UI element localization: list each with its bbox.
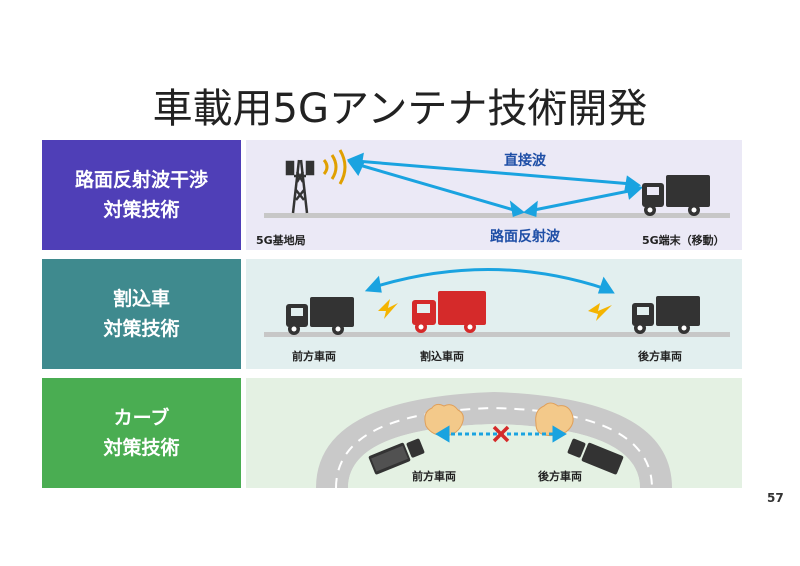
road-center-line: [335, 406, 653, 488]
panel-curve: 前方車両 後方車両: [246, 378, 742, 488]
row-label-line2: 対策技術: [103, 437, 180, 459]
terminal-label: 5G端末（移動）: [642, 234, 725, 247]
road-reflection-diagram: [264, 149, 730, 218]
front-vehicle-truck-icon: [286, 297, 354, 335]
row-label-curve: カーブ 対策技術: [42, 378, 241, 488]
reflected-wave-arrow: [347, 160, 644, 218]
curve-diagram: [316, 392, 672, 488]
row-label-cutin: 割込車 対策技術: [42, 259, 241, 369]
rear-vehicle-truck-icon: [632, 296, 700, 334]
base-station-label: 5G基地局: [256, 234, 306, 247]
front-vehicle-truck-icon: [368, 438, 425, 475]
signal-wave-icon: [322, 149, 347, 185]
road-surface: [264, 213, 730, 218]
panel-road-reflection: 直接波 路面反射波 5G基地局 5G端末（移動）: [246, 140, 742, 250]
rear-vehicle-label: 後方車両: [538, 470, 582, 483]
slide-title: 車載用5Gアンテナ技術開発: [152, 86, 648, 132]
base-station-tower-icon: [285, 159, 315, 214]
communication-arrow: [364, 268, 615, 294]
cutin-diagram: [264, 268, 730, 337]
row-label-line2: 対策技術: [103, 318, 180, 340]
interference-spark-icon: [588, 303, 612, 321]
rear-vehicle-truck-icon: [567, 438, 624, 475]
cutin-vehicle-label: 割込車両: [420, 350, 464, 363]
row-label-line1: 路面反射波干渉: [74, 169, 208, 191]
row-label-line1: カーブ: [113, 407, 170, 429]
panel-cutin: 前方車両 割込車両 後方車両: [246, 259, 742, 369]
row-label-line1: 割込車: [112, 288, 170, 310]
cutin-vehicle-truck-icon: [412, 291, 486, 333]
road-surface: [264, 332, 730, 337]
direct-wave-label: 直接波: [504, 153, 546, 169]
obstruction-blob-icon: [424, 402, 574, 437]
terminal-truck-icon: [642, 175, 710, 216]
direct-wave-arrow: [346, 152, 642, 193]
interference-spark-icon: [378, 299, 398, 319]
blocked-x-icon: [492, 425, 510, 443]
row-label-road-reflection: 路面反射波干渉 対策技術: [42, 140, 241, 250]
curved-road: [316, 392, 672, 488]
front-vehicle-label: 前方車両: [292, 350, 336, 363]
front-vehicle-label: 前方車両: [412, 470, 456, 483]
row-label-line2: 対策技術: [103, 199, 180, 221]
rear-vehicle-label: 後方車両: [638, 350, 682, 363]
reflected-wave-label: 路面反射波: [490, 229, 560, 245]
page-number: 57: [767, 491, 784, 505]
